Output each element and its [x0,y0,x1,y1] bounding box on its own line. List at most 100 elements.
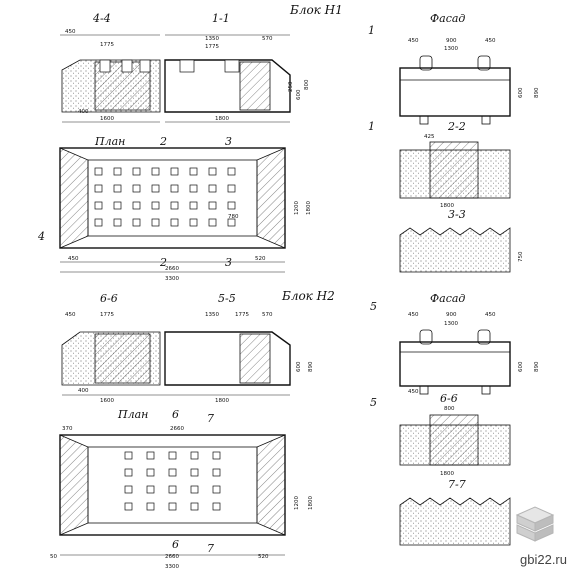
anchor-pocket [132,218,141,227]
h2f-dim-450a: 450 [408,312,419,318]
anchor-pocket [124,468,133,477]
h2-dim-600-v: 600 [296,361,302,372]
h2f-dim-900: 900 [446,312,457,318]
h2-dim-1775b: 1775 [235,312,249,318]
mark-7-bottom: 7 [207,542,214,555]
anchor-pocket [132,184,141,193]
mark-4-left: 4 [37,230,45,243]
anchor-pocket [168,451,177,460]
h2-dim-570: 570 [262,312,273,318]
plan-h2-label: План [117,408,148,421]
block-h1-title: Блок Н1 [289,3,343,17]
anchor-pocket [208,218,217,227]
plan-dim-450: 450 [68,256,79,262]
anchor-pocket [151,184,160,193]
plan-h1: План 2 3 4 2 3 450 520 2660 3300 1200 18… [37,135,312,282]
mark-1-right-top: 1 [368,24,375,37]
dim-1350: 1350 [205,36,219,42]
anchor-pocket [212,485,221,494]
h2p-dim-2660-top: 2660 [170,426,184,432]
dim-800-v: 800 [304,79,310,90]
anchor-pocket [208,201,217,210]
dim-450: 450 [65,29,76,35]
dim-570: 570 [262,36,273,42]
mark-5-right-top: 5 [370,300,377,313]
anchor-pocket [189,218,198,227]
h2p-dim-1200: 1200 [294,496,300,510]
anchor-pocket [227,201,236,210]
anchor-pocket [190,468,199,477]
anchor-pocket [168,485,177,494]
anchor-pocket [170,201,179,210]
mark-3-bottom: 3 [225,256,232,269]
anchor-pocket [124,451,133,460]
anchor-pocket [227,167,236,176]
dim-1600: 1600 [100,116,114,122]
f-dim-1300: 1300 [444,46,458,52]
h2p-dim-2660: 2660 [165,554,179,560]
section-6-6-h2: 6-6 5-5 Блок Н2 450 1775 1350 1775 570 4… [61,289,335,404]
section-3-3-h1: 3-3 750 [399,208,524,273]
anchor-pocket [168,468,177,477]
anchor-pocket [113,167,122,176]
section-5-5-label: 5-5 [218,292,236,305]
mark-2-bottom: 2 [159,256,167,269]
s22-dim-425: 425 [424,134,435,140]
anchor-pocket [146,485,155,494]
f-dim-450b: 450 [485,38,496,44]
anchor-pocket [212,502,221,511]
section-1-1-h1: 1-1 Блок Н1 1350 1775 570 1800 600 800 2… [164,3,343,123]
anchor-pocket [208,184,217,193]
plan-dim-1200: 1200 [294,201,300,215]
section-6-6-label: 6-6 [100,292,118,305]
plan-dim-3300: 3300 [165,276,179,282]
h2-dim-450: 450 [65,312,76,318]
h2p-dim-3300: 3300 [165,564,179,570]
h2p-dim-50: 50 [50,554,57,560]
section-7-7-h2: 7-7 [399,478,511,546]
block-h2-title: Блок Н2 [281,289,335,303]
h2s-dim-1800: 1800 [440,471,454,477]
f-dim-900: 900 [446,38,457,44]
anchor-pocket [227,184,236,193]
h2-dim-1800: 1800 [215,398,229,404]
h2f-dim-890: 890 [534,361,540,372]
plan-dim-780: 780 [228,214,239,220]
anchor-pocket [151,167,160,176]
section-3-3-label: 3-3 [448,208,466,221]
facade-h2: Фасад 5 450 900 450 1300 600 890 5 450 [370,292,540,409]
f-dim-890: 890 [534,87,540,98]
section-4-4-h1: 4-4 450 1775 1600 400 [60,12,161,123]
h2f-dim-600: 600 [518,361,524,372]
anchor-pocket [227,218,236,227]
mark-7-top: 7 [207,412,214,425]
anchor-pocket [113,218,122,227]
h2-dim-1600: 1600 [100,398,114,404]
dim-1775b: 1775 [205,44,219,50]
h2f-dim-450b: 450 [485,312,496,318]
plan-dim-520: 520 [255,256,266,262]
anchor-pocket [190,451,199,460]
h2p-dim-520: 520 [258,554,269,560]
f-dim-450a: 450 [408,38,419,44]
anchor-pocket [212,451,221,460]
section-6-6-h2-side: 6-6 800 1800 [399,392,511,477]
anchor-pocket [132,167,141,176]
anchor-pocket [124,485,133,494]
h2-dim-1775a: 1775 [100,312,114,318]
anchor-pocket [94,167,103,176]
section-7-7-label: 7-7 [448,478,466,491]
h2p-dim-370: 370 [62,426,73,432]
s33-dim-750: 750 [518,251,524,262]
s22-dim-1800: 1800 [440,203,454,209]
section-1-1-label: 1-1 [212,12,230,25]
anchor-pocket [170,184,179,193]
h2f-dim-1300: 1300 [444,321,458,327]
mark-6-bottom: 6 [172,538,179,551]
dim-1800: 1800 [215,116,229,122]
facade-h2-label: Фасад [430,292,465,305]
anchor-pocket [146,502,155,511]
anchor-pocket [132,201,141,210]
plan-h1-label: План [94,135,125,148]
